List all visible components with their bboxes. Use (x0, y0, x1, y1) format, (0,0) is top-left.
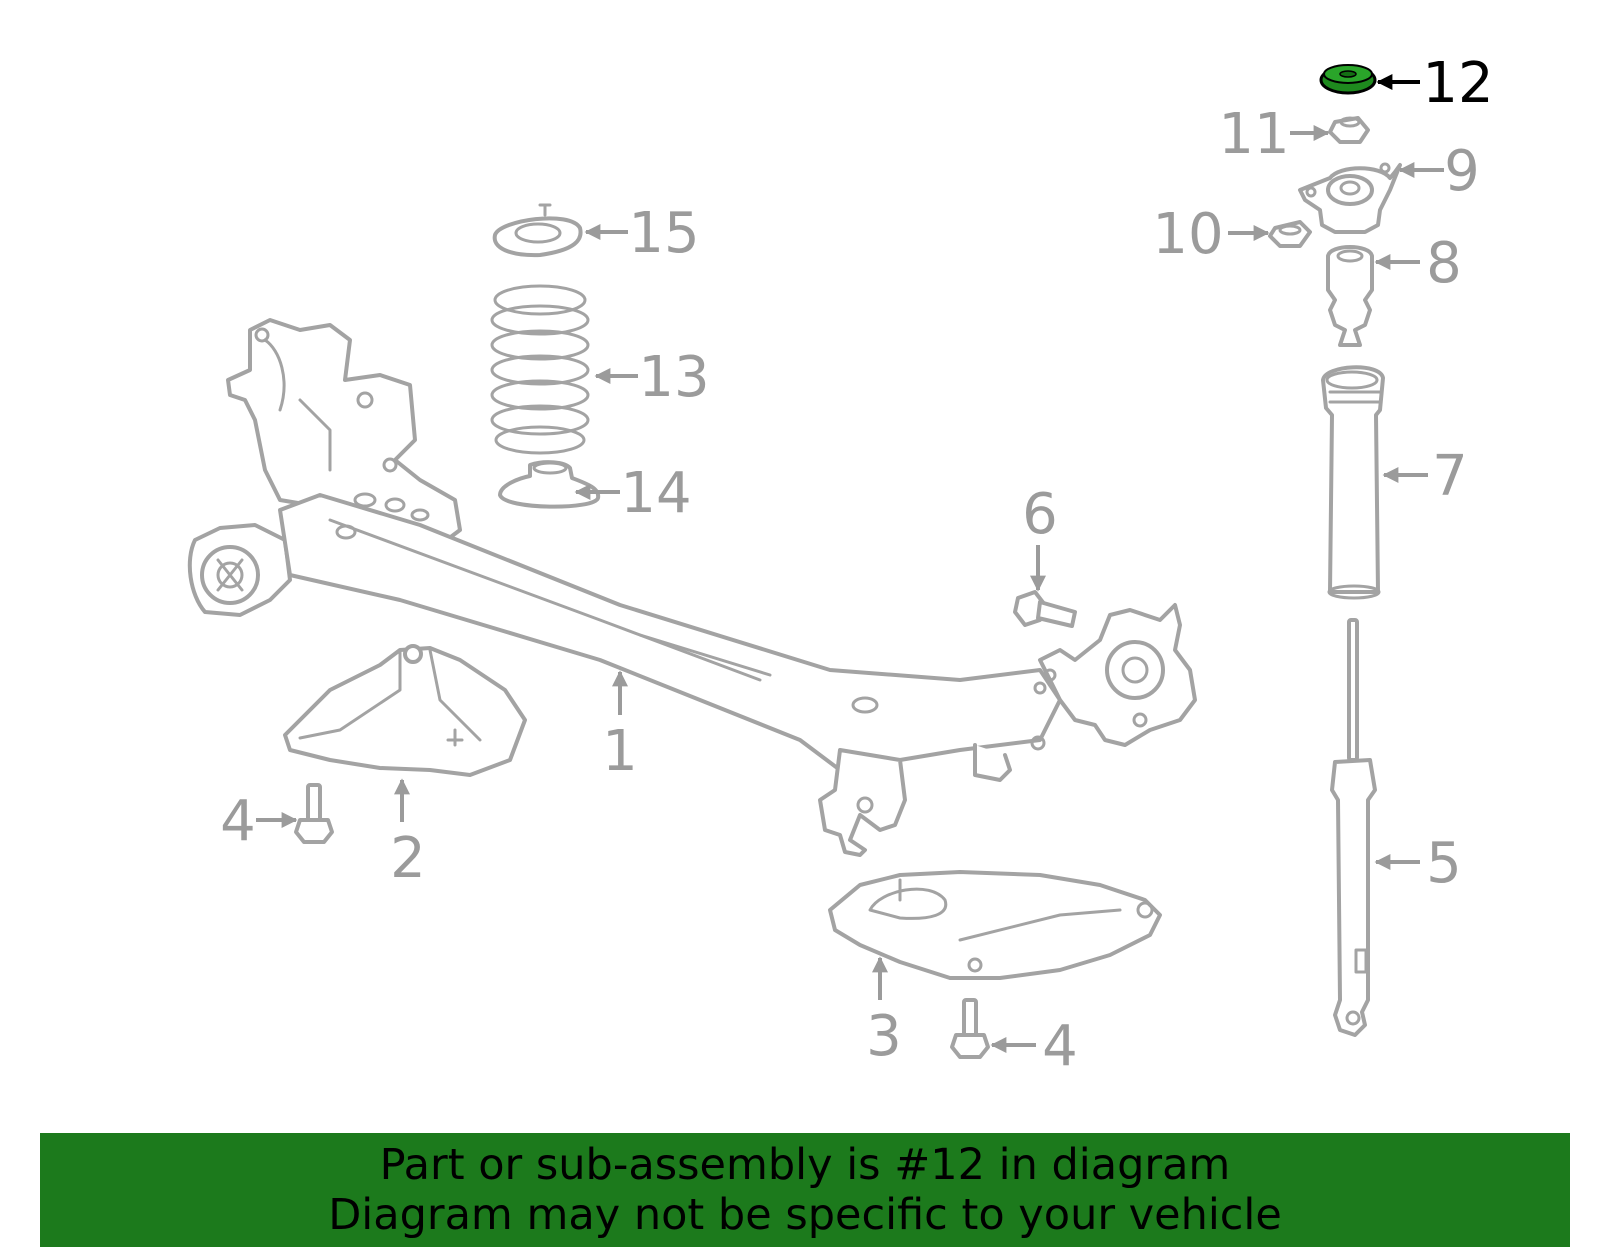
part-info-banner: Part or sub-assembly is #12 in diagram D… (40, 1133, 1570, 1247)
callout-12-highlighted: 12 (1422, 51, 1493, 116)
callout-6: 6 (1022, 482, 1058, 547)
banner-line-disclaimer: Diagram may not be specific to your vehi… (328, 1190, 1282, 1240)
bolt-right (950, 998, 990, 1059)
callout-11: 11 (1218, 102, 1289, 167)
shock-absorber (1330, 618, 1377, 1037)
upper-spring-seat (492, 203, 583, 258)
axle-bolt (1013, 590, 1077, 628)
mount-nut-11 (1328, 116, 1370, 144)
lower-spring-seat (498, 460, 601, 509)
bump-stop (1326, 245, 1374, 347)
strut-washer-highlighted (1319, 64, 1377, 95)
rear-axle-beam (187, 318, 1197, 857)
callout-4-left: 4 (220, 789, 256, 854)
callout-10: 10 (1152, 202, 1223, 267)
bolt-left (294, 783, 334, 844)
coil-spring (490, 284, 590, 455)
callout-15: 15 (628, 201, 699, 266)
callout-4-right: 4 (1042, 1014, 1078, 1079)
right-shield (828, 870, 1162, 980)
callout-1: 1 (602, 719, 638, 784)
callout-labels: 1 2 3 4 4 5 6 7 8 9 10 11 12 13 14 15 (220, 51, 1493, 1079)
callout-9: 9 (1444, 139, 1480, 204)
dust-boot (1321, 365, 1385, 600)
left-shield (283, 644, 527, 777)
callout-7: 7 (1432, 444, 1468, 509)
callout-8: 8 (1426, 231, 1462, 296)
callout-2: 2 (390, 826, 426, 891)
banner-line-part-number: Part or sub-assembly is #12 in diagram (379, 1140, 1231, 1190)
callout-3: 3 (866, 1004, 902, 1069)
callout-14: 14 (620, 461, 691, 526)
callout-5: 5 (1426, 831, 1462, 896)
mount-nut-10 (1268, 220, 1312, 248)
leader-lines (256, 74, 1444, 1053)
upper-strut-mount (1298, 162, 1402, 234)
callout-13: 13 (638, 345, 709, 410)
